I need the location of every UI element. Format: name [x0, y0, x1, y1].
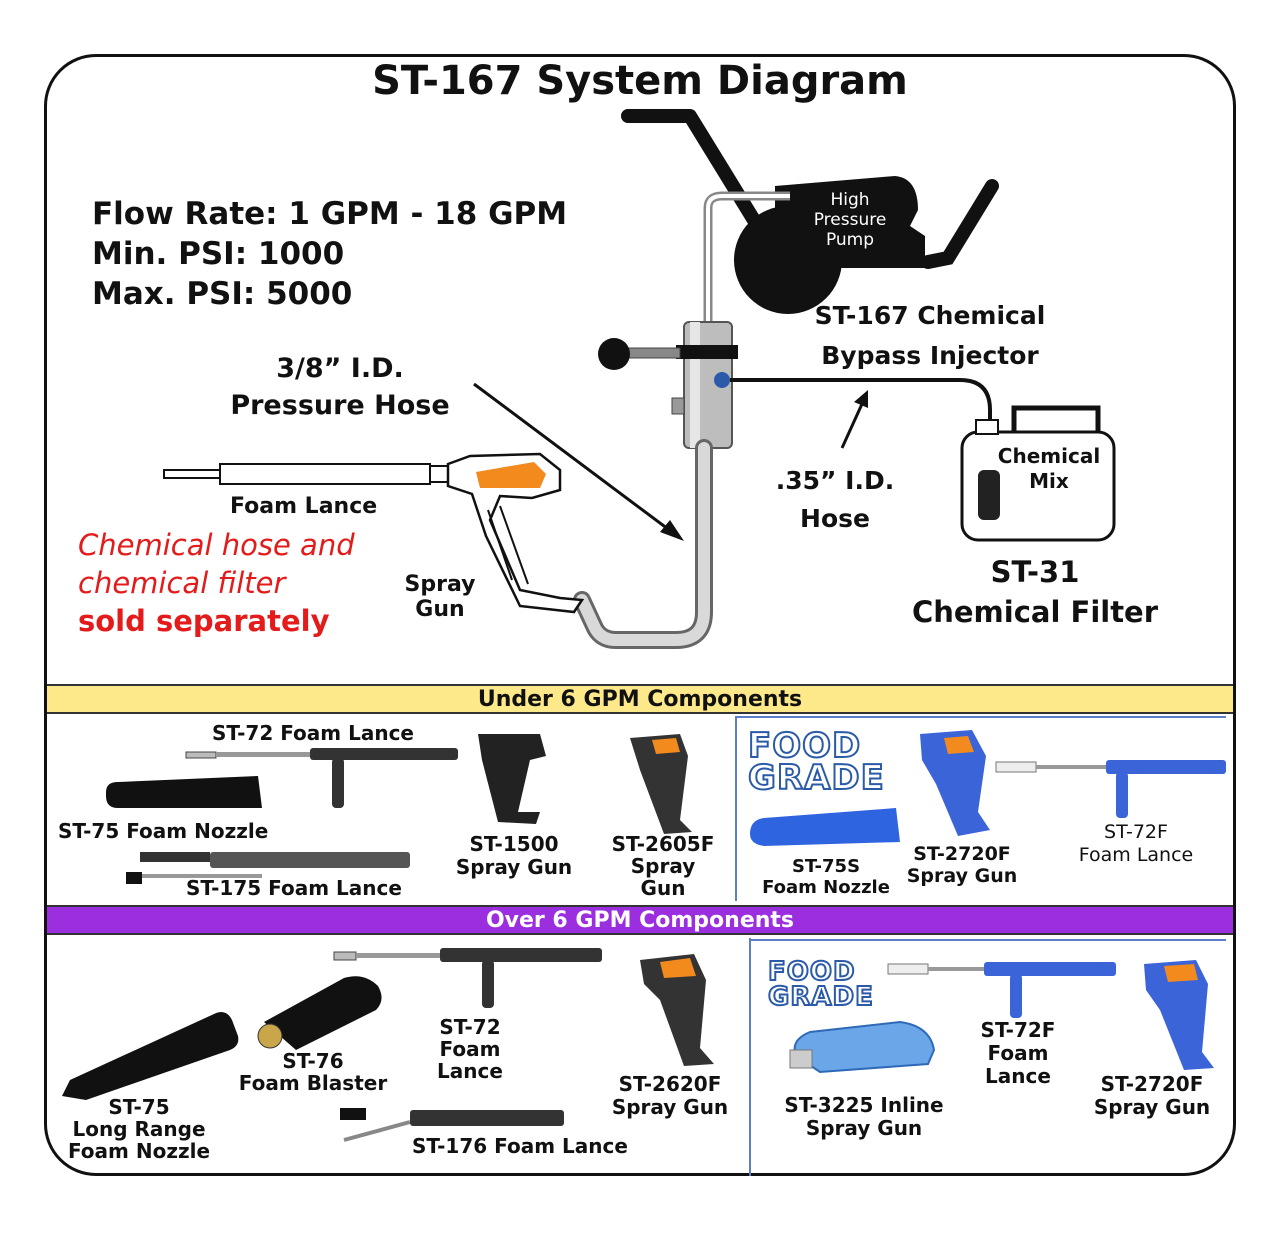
over6-st72-label: ST-72 Foam Lance [437, 1015, 503, 1083]
under6-st2720f-label: ST-2720F Spray Gun [906, 843, 1018, 887]
under6-st75-label: ST-75 Foam Nozzle [58, 819, 269, 843]
st72f-lance-illustration [995, 760, 1226, 818]
over6-st3225-label: ST-3225 Inline Spray Gun [784, 1093, 944, 1140]
under6-st72-label: ST-72 Foam Lance [212, 721, 414, 745]
spray-gun-illustration [446, 452, 585, 614]
food-grade-logo: FOOD GRADE [747, 726, 885, 799]
spec-min-psi: Min. PSI: 1000 [92, 236, 345, 272]
under6-st75s-label: ST-75S Foam Nozzle [762, 856, 890, 898]
under6-st1500-label: ST-1500 Spray Gun [455, 832, 573, 879]
st176-lance-illustration [340, 1108, 564, 1142]
under6-st72f-label: ST-72F Foam Lance [1078, 821, 1194, 866]
over6-st176-label: ST-176 Foam Lance [412, 1134, 628, 1158]
st72-lance-illustration [185, 748, 458, 808]
st75-nozzle-illustration [106, 776, 262, 808]
spec-flow-rate: Flow Rate: 1 GPM - 18 GPM [92, 196, 568, 232]
pressure-hose-label: 3/8” I.D. Pressure Hose [230, 353, 450, 421]
spec-max-psi: Max. PSI: 5000 [92, 276, 353, 312]
over6-st2720f-label: ST-2720F Spray Gun [1093, 1072, 1211, 1119]
st2620f-gun-illustration [640, 954, 714, 1066]
foam-lance-illustration [163, 463, 449, 485]
diagram-title: ST-167 System Diagram [372, 58, 908, 104]
st72-over-lance-illustration [333, 948, 602, 1008]
note-line-1: Chemical hose and [78, 528, 355, 562]
st2605f-gun-illustration [630, 734, 692, 834]
over6-st2620f-label: ST-2620F Spray Gun [611, 1072, 729, 1119]
chemical-mix-label: Chemical Mix [997, 444, 1101, 493]
spray-gun-label: Spray Gun [404, 572, 476, 622]
st75-long-range-illustration [62, 1012, 239, 1100]
st1500-gun-illustration [478, 734, 546, 824]
pump-label: High Pressure Pump [813, 190, 887, 250]
chemical-hose-label: .35” I.D. Hose [775, 466, 895, 533]
st2720f-gun-illustration [920, 730, 990, 836]
under6-st175-label: ST-175 Foam Lance [186, 876, 402, 900]
st76-blaster-illustration [257, 976, 382, 1050]
st3225-gun-illustration [789, 1020, 936, 1074]
foam-lance-label: Foam Lance [230, 494, 378, 519]
food-grade-logo-over6: FOOD GRADE [767, 957, 874, 1012]
injector-illustration [598, 321, 738, 449]
st2720f-over-gun-illustration [1144, 960, 1214, 1070]
note-sold-separately: sold separately [78, 604, 330, 638]
chemical-filter-label: ST-31 Chemical Filter [911, 555, 1159, 629]
under6-heading: Under 6 GPM Components [47, 684, 1233, 714]
over6-heading: Over 6 GPM Components [47, 905, 1233, 935]
st175-lance-illustration [126, 852, 410, 884]
under6-st2605f-label: ST-2605F Spray Gun [611, 832, 715, 900]
diagram-frame [44, 54, 1236, 1176]
over6-st72f-label: ST-72F Foam Lance [980, 1018, 1056, 1088]
over6-st76-label: ST-76 Foam Blaster [238, 1049, 388, 1095]
chemical-jug-illustration [960, 405, 1116, 542]
note-line-2: chemical filter [78, 566, 286, 600]
injector-label: ST-167 Chemical Bypass Injector [814, 301, 1046, 370]
st72f-over-lance-illustration [887, 962, 1116, 1018]
st75s-nozzle-illustration [750, 808, 900, 846]
over6-st75-label: ST-75 Long Range Foam Nozzle [67, 1095, 211, 1163]
